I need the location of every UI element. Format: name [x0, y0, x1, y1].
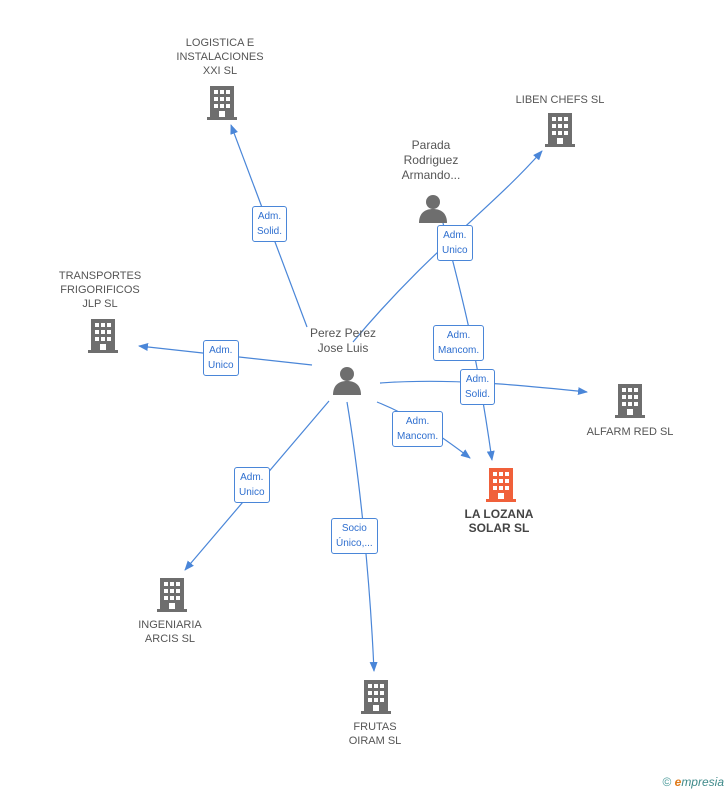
person-icon[interactable] — [419, 195, 447, 223]
brand-footer: © empresia — [662, 775, 724, 789]
building-icon[interactable] — [486, 468, 516, 502]
copyright-symbol: © — [662, 775, 672, 789]
building-icon[interactable] — [545, 113, 575, 147]
person-icon[interactable] — [333, 367, 361, 395]
brand-logo-initial: e — [674, 775, 682, 789]
node-label-liben[interactable]: LIBEN CHEFS SL — [515, 94, 605, 106]
edge-label-adm-mancom[interactable]: Adm. Mancom. — [433, 325, 485, 361]
node-label-alfarm[interactable]: ALFARM RED SL — [586, 426, 674, 438]
building-icon[interactable] — [361, 680, 391, 714]
node-label-transportes[interactable]: TRANSPORTES FRIGORIFICOS JLP SL — [58, 270, 142, 310]
edge-label-adm-unico[interactable]: Adm. Unico — [437, 225, 473, 261]
node-label-perez[interactable]: Perez Perez Jose Luis — [309, 326, 377, 355]
building-icon[interactable] — [88, 319, 118, 353]
edge-label-adm-solid[interactable]: Adm. Solid. — [460, 369, 496, 405]
node-label-frutas[interactable]: FRUTAS OIRAM SL — [348, 721, 402, 747]
node-label-lozana[interactable]: LA LOZANA SOLAR SL — [464, 507, 534, 535]
node-label-logistica[interactable]: LOGISTICA E INSTALACIONES XXI SL — [176, 37, 264, 77]
edge-label-adm-solid[interactable]: Adm. Solid. — [252, 206, 288, 242]
edge-label-socio-unico[interactable]: Socio Único,... — [331, 518, 378, 554]
node-label-parada[interactable]: Parada Rodriguez Armando... — [401, 138, 461, 182]
edge-label-adm-mancom[interactable]: Adm. Mancom. — [392, 411, 444, 447]
edge-label-adm-unico[interactable]: Adm. Unico — [234, 467, 270, 503]
building-icon[interactable] — [615, 384, 645, 418]
building-icon[interactable] — [157, 578, 187, 612]
node-label-ingeniaria[interactable]: INGENIARIA ARCIS SL — [138, 619, 202, 645]
brand-logo-text: mpresia — [681, 775, 724, 789]
building-icon[interactable] — [207, 86, 237, 120]
edge-label-adm-unico[interactable]: Adm. Unico — [203, 340, 239, 376]
edges — [138, 124, 588, 672]
